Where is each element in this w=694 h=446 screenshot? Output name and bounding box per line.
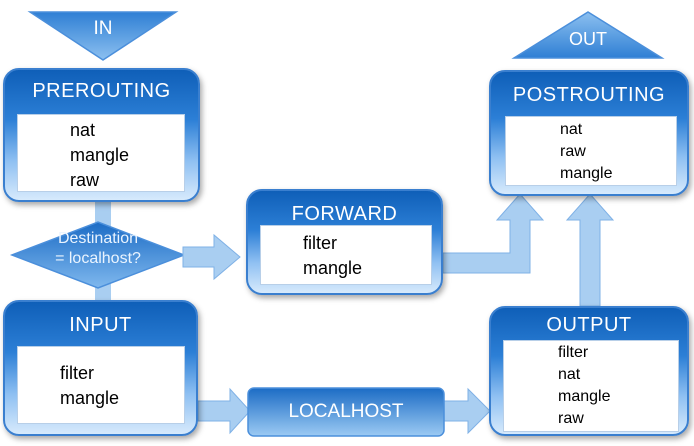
- input-to-localhost-arrow: [197, 387, 251, 435]
- forward-chain: FORWARD filter mangle: [246, 189, 443, 295]
- input-table-mangle: mangle: [60, 388, 120, 408]
- decision-to-forward-arrow: [182, 233, 241, 281]
- postrouting-table-raw: raw: [560, 143, 586, 160]
- output-tables: filter nat mangle raw: [503, 340, 679, 432]
- decision-label-line1: Destination: [57, 230, 139, 247]
- localhost-to-output-arrow: [441, 387, 491, 435]
- postrouting-table-mangle: mangle: [560, 165, 613, 182]
- postrouting-table-nat: nat: [560, 121, 583, 138]
- forward-tables: filter mangle: [260, 225, 432, 285]
- decision-label-line2: = localhost?: [55, 250, 141, 267]
- prerouting-chain: PREROUTING nat mangle raw: [3, 68, 200, 202]
- in-label: IN: [93, 18, 113, 39]
- input-table-filter: filter: [60, 363, 95, 383]
- input-chain: INPUT filter mangle: [3, 300, 198, 436]
- prerouting-table-raw: raw: [70, 170, 100, 190]
- prerouting-table-mangle: mangle: [70, 145, 130, 165]
- output-table-filter: filter: [558, 344, 589, 361]
- input-tables: filter mangle: [17, 346, 185, 424]
- forward-table-filter: filter: [303, 233, 338, 253]
- prerouting-tables: nat mangle raw: [17, 114, 185, 192]
- out-label: OUT: [569, 29, 607, 49]
- forward-title: FORWARD: [291, 203, 398, 225]
- output-to-postrouting-arrow: [565, 193, 615, 307]
- input-title: INPUT: [69, 314, 132, 336]
- output-table-nat: nat: [558, 366, 581, 383]
- output-chain: OUTPUT filter nat mangle raw: [489, 306, 689, 436]
- localhost-label: LOCALHOST: [288, 401, 404, 422]
- forward-to-postrouting-arrow: [442, 193, 545, 274]
- localhost-box: [247, 387, 445, 437]
- output-table-mangle: mangle: [558, 388, 611, 405]
- postrouting-title: POSTROUTING: [512, 84, 666, 106]
- prerouting-table-nat: nat: [70, 120, 96, 140]
- postrouting-chain: POSTROUTING nat raw mangle: [489, 70, 689, 196]
- output-title: OUTPUT: [546, 314, 632, 336]
- in-entry-triangle: [27, 11, 179, 61]
- prerouting-title: PREROUTING: [32, 80, 171, 102]
- forward-table-mangle: mangle: [303, 258, 363, 278]
- postrouting-tables: nat raw mangle: [505, 116, 677, 186]
- out-exit-triangle: [511, 11, 665, 59]
- decision-to-input-connector: [95, 284, 111, 304]
- prerouting-to-decision-connector: [95, 200, 111, 226]
- output-table-raw: raw: [558, 410, 584, 427]
